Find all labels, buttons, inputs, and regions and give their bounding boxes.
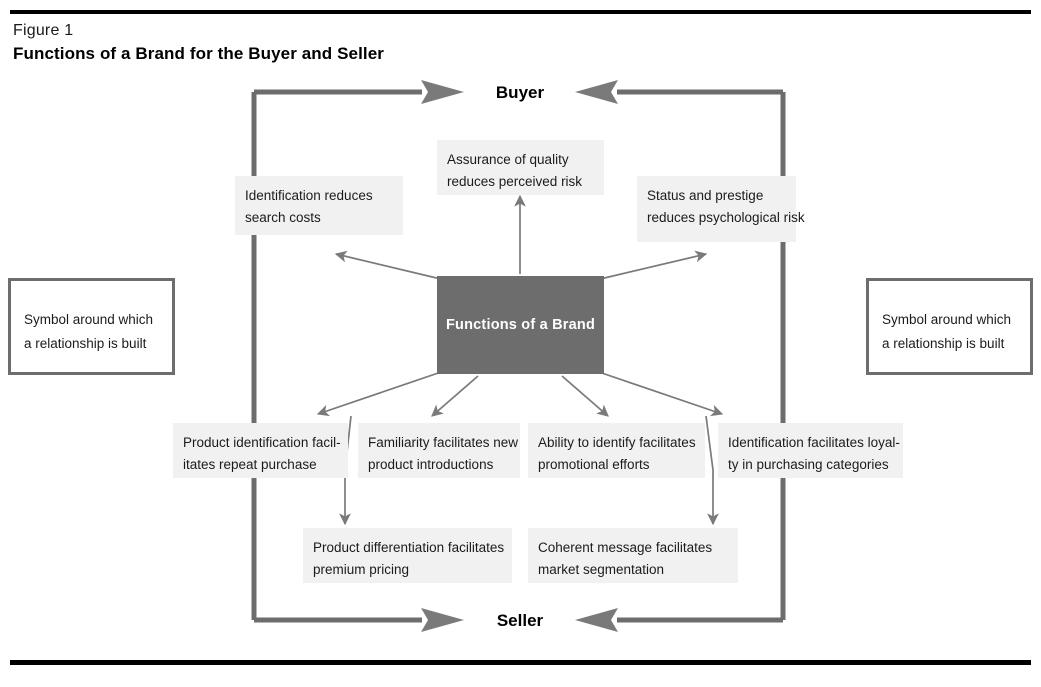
side-note-line-1: Symbol around which: [882, 312, 1012, 327]
box-line-1: Ability to identify facilitates: [538, 435, 696, 450]
box-line-1: Status and prestige: [647, 188, 764, 203]
side-note-line-1: Symbol around which: [24, 312, 154, 327]
side-note-line-2: a relationship is built: [24, 336, 147, 351]
side-note-symbol-relationship-right: Symbol around which a relationship is bu…: [866, 278, 1033, 375]
function-box-identification-facilitates-loyalty: Identification facilitates loyal- ty in …: [718, 423, 903, 478]
arrowhead-to-seller-right: [575, 608, 618, 632]
box-line-1: Product identification facil-: [183, 435, 341, 450]
pole-label-buyer: Buyer: [495, 83, 545, 102]
box-line-1: Assurance of quality: [447, 152, 569, 167]
box-line-2: market segmentation: [538, 562, 665, 577]
box-line-2: premium pricing: [313, 562, 410, 577]
function-box-status-and-prestige: Status and prestige reduces psychologica…: [637, 176, 805, 242]
bottom-rule: [10, 660, 1031, 665]
function-box-identification-reduces-search-costs: Identification reduces search costs: [235, 176, 403, 235]
side-note-line-2: a relationship is built: [882, 336, 1005, 351]
figure-title: Functions of a Brand for the Buyer and S…: [13, 44, 384, 63]
function-box-ability-to-identify-promotional-efforts: Ability to identify facilitates promotio…: [528, 423, 705, 478]
arrowhead-to-seller-left: [421, 608, 464, 632]
box-line-2: itates repeat purchase: [183, 457, 317, 472]
box-line-1: Identification facilitates loyal-: [728, 435, 900, 450]
connector-drop-to-coherent-message: [705, 415, 719, 526]
top-rule: [10, 10, 1031, 14]
connector-center-to-familiarity: [431, 375, 479, 417]
box-line-2: search costs: [245, 210, 321, 225]
function-box-product-identification-repeat-purchase: Product identification facil- itates rep…: [173, 423, 348, 478]
function-box-coherent-message-market-segmentation: Coherent message facilitates market segm…: [528, 528, 738, 583]
arrowhead-to-buyer-left: [421, 80, 464, 104]
connector-center-to-identification-search-costs: [334, 250, 446, 281]
arrowhead-to-buyer-right: [575, 80, 618, 104]
connector-center-to-ability-to-identify: [561, 375, 609, 417]
center-node-functions-of-a-brand: Functions of a Brand: [437, 276, 604, 374]
box-line-1: Identification reduces: [245, 188, 373, 203]
function-box-assurance-of-quality: Assurance of quality reduces perceived r…: [437, 140, 604, 195]
figure-label: Figure 1: [13, 22, 74, 39]
box-line-2: ty in purchasing categories: [728, 457, 889, 472]
connector-center-to-status-prestige: [595, 250, 708, 281]
box-line-1: Coherent message facilitates: [538, 540, 713, 555]
box-line-2: reduces psychological risk: [647, 210, 805, 225]
function-box-familiarity-new-product-introductions: Familiarity facilitates new product intr…: [358, 423, 520, 478]
connector-center-to-product-identification: [316, 369, 448, 417]
box-line-1: Product differentiation facilitates: [313, 540, 505, 555]
box-line-2: promotional efforts: [538, 457, 650, 472]
pole-label-seller: Seller: [496, 611, 544, 630]
center-node-label: Functions of a Brand: [446, 317, 595, 333]
function-box-product-differentiation-premium-pricing: Product differentiation facilitates prem…: [303, 528, 512, 583]
connector-center-to-identification-loyalty: [592, 369, 724, 417]
box-line-2: product introductions: [368, 457, 494, 472]
box-line-2: reduces perceived risk: [447, 174, 583, 189]
side-note-symbol-relationship-left: Symbol around which a relationship is bu…: [8, 278, 175, 375]
box-line-1: Familiarity facilitates new: [368, 435, 519, 450]
